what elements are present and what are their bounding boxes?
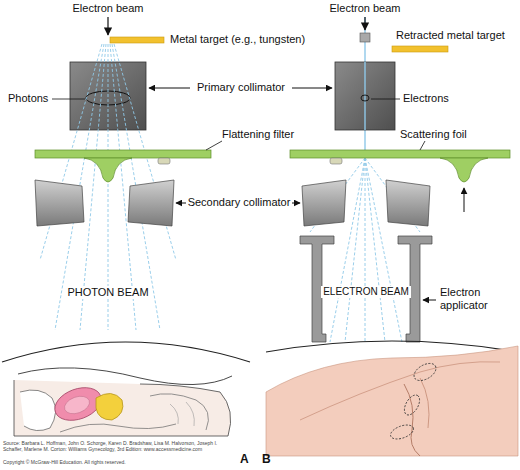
vulva-illustration <box>266 346 518 456</box>
body-contour <box>2 342 250 362</box>
retracted-metal-target <box>392 46 448 52</box>
secondary-collimator-arrow <box>176 203 186 204</box>
beam-type-label: ELECTRON BEAM <box>321 286 411 298</box>
flattening-filter-plate <box>35 150 211 158</box>
scattering-foil-plate <box>290 150 510 158</box>
retracted-flattening-filter <box>440 158 488 182</box>
source-note: Source: Barbara L. Hoffman, John O. Scho… <box>3 440 231 452</box>
scattering-foil-leader <box>420 141 425 150</box>
secondary-collimator-arrow <box>292 203 300 204</box>
flattening-filter-leader <box>206 141 222 150</box>
part-label: Secondary collimator <box>188 196 291 209</box>
primary-collimator-arrow <box>292 88 332 89</box>
applicator-arrow <box>423 300 436 301</box>
primary-collimator-arrow <box>149 88 190 89</box>
electron-aperture <box>361 95 369 101</box>
panel-letter: A <box>240 452 249 466</box>
electron-beam-arrow <box>107 17 108 35</box>
flattening-filter-cone <box>84 158 132 182</box>
part-label: Flattening filter <box>222 128 294 141</box>
metal-target <box>110 37 164 43</box>
beam-type-label: PHOTON BEAM <box>65 286 150 299</box>
primary-collimator <box>335 62 395 130</box>
beam-label: Electron beam <box>330 2 401 15</box>
electron-beam-arrow <box>364 17 365 30</box>
body-contour <box>266 341 518 352</box>
part-label: Electron applicator <box>440 286 516 312</box>
secondary-collimator-jaw <box>35 180 84 226</box>
secondary-collimator-jaw <box>302 180 346 226</box>
filter-shift-arrow <box>464 188 465 212</box>
secondary-collimator-jaw <box>386 180 430 226</box>
foil-knob <box>330 158 342 164</box>
copyright-note: Copyright © McGraw-Hill Education. All r… <box>3 459 231 465</box>
electron-pencil-beam <box>364 62 365 130</box>
part-label: Electrons <box>403 92 449 105</box>
photons-leader <box>52 99 85 100</box>
photon-aperture <box>86 91 130 105</box>
electrons-leader <box>371 99 400 100</box>
pelvis-illustration <box>14 368 232 436</box>
beam-label: Electron beam <box>73 2 144 15</box>
part-label: Metal target (e.g., tungsten) <box>170 33 305 46</box>
beam-port <box>360 33 370 42</box>
part-label: Photons <box>8 92 48 105</box>
filter-knob <box>158 158 170 164</box>
part-label: Scattering foil <box>400 128 467 141</box>
target-leader <box>114 40 166 41</box>
secondary-collimator-jaw <box>128 180 174 226</box>
part-label: Primary collimator <box>197 81 285 94</box>
part-label: Retracted metal target <box>396 29 505 42</box>
panel-letter: B <box>262 452 271 466</box>
